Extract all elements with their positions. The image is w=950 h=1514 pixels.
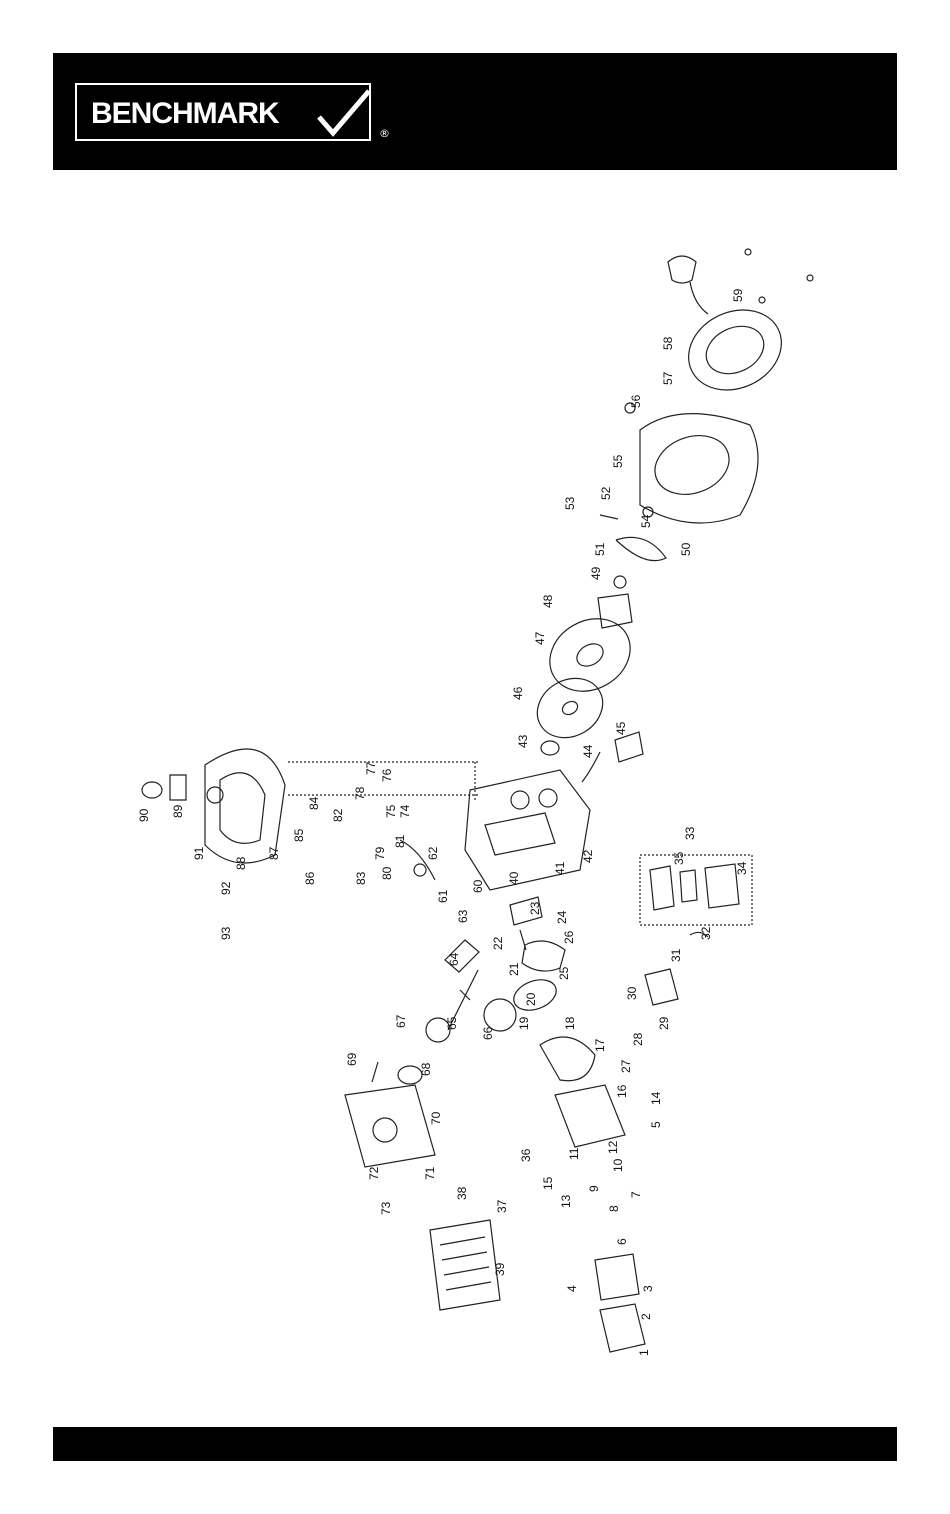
part-number-label: 56 — [629, 394, 643, 408]
part-number-label: 73 — [379, 1201, 393, 1215]
part-number-label: 88 — [234, 856, 248, 870]
part-number-label: 31 — [669, 948, 683, 962]
part-number-label: 12 — [606, 1140, 620, 1154]
part-number-label: 39 — [493, 1262, 507, 1276]
part-number-label: 60 — [471, 879, 485, 893]
part-number-label: 76 — [380, 768, 394, 782]
part-number-label: 66 — [481, 1026, 495, 1040]
part-number-label: 89 — [171, 804, 185, 818]
part-number-label: 30 — [625, 986, 639, 1000]
part-number-label: 17 — [593, 1038, 607, 1052]
part-number-label: 57 — [661, 371, 675, 385]
part-number-label: 74 — [398, 804, 412, 818]
part-number-label: 26 — [562, 930, 576, 944]
part-number-label: 13 — [559, 1194, 573, 1208]
part-number-label: 6 — [615, 1238, 629, 1245]
part-number-label: 33 — [683, 826, 697, 840]
part-number-label: 32 — [699, 926, 713, 940]
part-number-label: 45 — [614, 721, 628, 735]
part-number-label: 41 — [553, 861, 567, 875]
part-number-label: 9 — [587, 1185, 601, 1192]
part-number-label: 18 — [563, 1016, 577, 1030]
part-number-label: 77 — [364, 761, 378, 775]
part-number-label: 59 — [731, 288, 745, 302]
part-number-label: 93 — [219, 926, 233, 940]
part-number-label: 23 — [528, 901, 542, 915]
part-number-label: 92 — [219, 881, 233, 895]
part-number-label: 86 — [303, 871, 317, 885]
part-number-label: 27 — [619, 1059, 633, 1073]
part-number-label: 71 — [423, 1166, 437, 1180]
part-number-label: 42 — [581, 849, 595, 863]
part-number-label: 75 — [384, 804, 398, 818]
part-number-label: 36 — [519, 1148, 533, 1162]
part-number-label: 34 — [735, 861, 749, 875]
part-number-label: 2 — [639, 1313, 653, 1320]
part-number-label: 91 — [192, 846, 206, 860]
part-number-label: 48 — [541, 594, 555, 608]
part-number-label: 90 — [137, 808, 151, 822]
part-number-label: 16 — [615, 1084, 629, 1098]
part-number-label: 49 — [589, 566, 603, 580]
part-number-label: 11 — [567, 1147, 581, 1160]
part-number-label: 28 — [631, 1032, 645, 1046]
part-number-label: 19 — [517, 1016, 531, 1030]
part-number-label: 43 — [516, 734, 530, 748]
part-number-label: 37 — [495, 1199, 509, 1213]
part-number-label: 52 — [599, 486, 613, 500]
part-number-label: 8 — [607, 1205, 621, 1212]
part-number-label: 5 — [649, 1121, 663, 1128]
part-number-label: 46 — [511, 686, 525, 700]
part-number-label: 22 — [491, 936, 505, 950]
part-number-label: 20 — [524, 992, 538, 1006]
footer-bar — [53, 1427, 897, 1461]
part-number-label: 83 — [354, 871, 368, 885]
part-number-label: 35 — [672, 851, 686, 865]
part-number-label: 10 — [611, 1158, 625, 1172]
part-number-label: 25 — [557, 966, 571, 980]
part-number-label: 50 — [679, 542, 693, 556]
part-number-label: 3 — [641, 1285, 655, 1292]
part-number-label: 67 — [394, 1014, 408, 1028]
part-number-label: 78 — [353, 786, 367, 800]
part-number-label: 15 — [541, 1176, 555, 1190]
part-number-label: 84 — [307, 796, 321, 810]
part-number-label: 87 — [267, 846, 281, 860]
part-number-label: 65 — [445, 1016, 459, 1030]
part-number-label: 29 — [657, 1016, 671, 1030]
part-number-label: 53 — [563, 496, 577, 510]
part-number-label: 4 — [565, 1285, 579, 1292]
part-number-label: 62 — [426, 846, 440, 860]
part-number-label: 55 — [611, 454, 625, 468]
part-number-label: 58 — [661, 336, 675, 350]
part-number-label: 24 — [555, 910, 569, 924]
part-number-label: 80 — [380, 866, 394, 880]
part-number-label: 47 — [533, 631, 547, 645]
part-number-label: 63 — [456, 909, 470, 923]
part-number-label: 72 — [367, 1166, 381, 1180]
part-number-label: 44 — [581, 744, 595, 758]
part-number-label: 69 — [345, 1052, 359, 1066]
part-number-label: 40 — [507, 871, 521, 885]
part-number-label: 82 — [331, 808, 345, 822]
part-number-label: 81 — [393, 834, 407, 848]
part-number-label: 7 — [629, 1191, 643, 1198]
part-number-label: 14 — [649, 1091, 663, 1105]
part-number-label: 61 — [436, 889, 450, 903]
part-number-label: 1 — [637, 1349, 651, 1356]
part-number-label: 54 — [639, 514, 653, 528]
part-number-label: 68 — [419, 1062, 433, 1076]
part-number-label: 21 — [507, 962, 521, 976]
part-number-label: 85 — [292, 828, 306, 842]
part-number-label: 79 — [373, 846, 387, 860]
part-number-label: 51 — [593, 542, 607, 556]
part-number-label: 70 — [429, 1111, 443, 1125]
part-number-label: 64 — [447, 952, 461, 966]
part-number-label: 38 — [455, 1186, 469, 1200]
